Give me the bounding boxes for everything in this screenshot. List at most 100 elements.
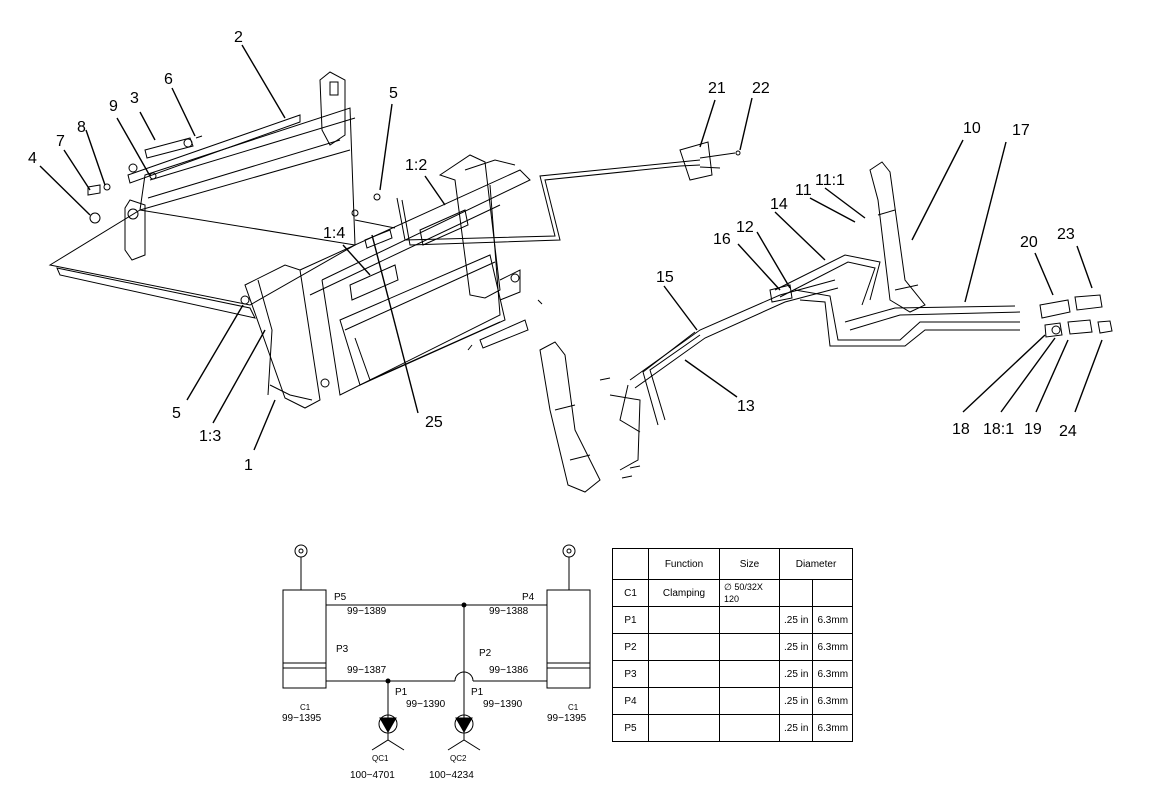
table-row: P3 .25 in 6.3mm — [612, 660, 854, 688]
table-cell — [648, 606, 720, 634]
label-p4: P4 — [522, 592, 535, 603]
label-p2-part: 99−1386 — [489, 665, 529, 676]
callout-13: 13 — [737, 398, 755, 415]
table-cell: 6.3mm — [812, 606, 854, 634]
table-cell: P2 — [612, 633, 649, 661]
label-p5-part: 99−1389 — [347, 606, 387, 617]
table-row: P5 .25 in 6.3mm — [612, 714, 854, 742]
callout-1: 1 — [244, 457, 253, 474]
callout-11: 11 — [795, 182, 812, 199]
table-cell: P3 — [612, 660, 649, 688]
label-p3: P3 — [336, 644, 349, 655]
table-cell — [648, 687, 720, 715]
frame-drawing — [240, 154, 543, 409]
hydraulic-assembly-drawing — [539, 161, 1113, 493]
table-cell: 6.3mm — [812, 714, 854, 742]
table-row: P2 .25 in 6.3mm — [612, 633, 854, 661]
table-cell: P4 — [612, 687, 649, 715]
hose-routing — [396, 141, 741, 246]
spec-table: Function Size Diameter C1 Clamping ∅ 50/… — [612, 548, 854, 742]
callout-14: 14 — [770, 196, 788, 213]
table-header: Size — [719, 548, 780, 580]
junction-dot-top — [461, 602, 467, 608]
table-cell: .25 in — [778, 633, 814, 661]
table-row: C1 Clamping ∅ 50/32X 120 — [612, 579, 854, 607]
table-cell — [719, 660, 780, 688]
callout-2: 2 — [234, 29, 243, 46]
schematic-lines — [282, 544, 591, 751]
callout-20: 20 — [1020, 234, 1038, 251]
callout-labels: 2 6 3 8 9 7 4 5 1:2 1:4 5 1:3 1 25 21 22… — [28, 29, 1077, 474]
callout-23: 23 — [1057, 226, 1075, 243]
label-p5: P5 — [334, 592, 347, 603]
callout-18-1: 18:1 — [983, 421, 1014, 438]
callout-1-3: 1:3 — [199, 428, 221, 445]
label-c1-right: C1 — [568, 703, 579, 712]
label-qc2: QC2 — [450, 754, 467, 763]
callout-19: 19 — [1024, 421, 1042, 438]
table-row: P4 .25 in 6.3mm — [612, 687, 854, 715]
callout-1-2: 1:2 — [405, 157, 427, 174]
table-header-row: Function Size Diameter — [612, 548, 854, 580]
table-cell: Clamping — [648, 579, 720, 607]
table-cell: 6.3mm — [812, 660, 854, 688]
callout-24: 24 — [1059, 423, 1077, 440]
label-qc1: QC1 — [372, 754, 389, 763]
label-qc2-part: 100−4234 — [429, 770, 474, 781]
table-cell-size: 50/32X 120 — [724, 582, 763, 604]
table-cell: C1 — [612, 579, 649, 607]
table-cell: .25 in — [778, 660, 814, 688]
label-qc1-part: 100−4701 — [350, 770, 395, 781]
table-cell — [719, 606, 780, 634]
callout-15: 15 — [656, 269, 674, 286]
callout-7: 7 — [56, 133, 65, 150]
leader-lines — [39, 44, 1103, 451]
callout-3: 3 — [130, 90, 139, 107]
table-cell — [812, 579, 854, 607]
callout-21: 21 — [708, 80, 726, 97]
table-row: P1 .25 in 6.3mm — [612, 606, 854, 634]
table-cell: ∅ 50/32X 120 — [719, 579, 780, 607]
table-cell: P1 — [612, 606, 649, 634]
callout-22: 22 — [752, 80, 770, 97]
table-cell — [648, 714, 720, 742]
label-p1-right: P1 — [471, 687, 484, 698]
callout-5-top: 5 — [389, 85, 398, 102]
label-p1-left-part: 99−1390 — [406, 699, 446, 710]
junction-dot-bottom — [385, 678, 391, 684]
table-cell: .25 in — [778, 687, 814, 715]
label-c1-left: C1 — [300, 703, 311, 712]
table-header: Diameter — [778, 548, 854, 580]
table-cell: .25 in — [778, 606, 814, 634]
bucket-drawing — [48, 71, 396, 319]
label-p3-part: 99−1387 — [347, 665, 387, 676]
callout-11-1: 11:1 — [815, 172, 845, 189]
callout-4: 4 — [28, 150, 37, 167]
callout-6: 6 — [164, 71, 173, 88]
table-cell: P5 — [612, 714, 649, 742]
table-header: Function — [648, 548, 720, 580]
label-p1-right-part: 99−1390 — [483, 699, 523, 710]
table-cell: 6.3mm — [812, 687, 854, 715]
table-cell — [719, 687, 780, 715]
callout-1-4: 1:4 — [323, 225, 345, 242]
callout-12: 12 — [736, 219, 754, 236]
hydraulic-schematic: P5 99−1389 P4 99−1388 P3 99−1387 P2 99−1… — [282, 544, 591, 781]
table-cell — [648, 660, 720, 688]
table-cell — [778, 579, 814, 607]
diameter-symbol-icon: ∅ — [724, 582, 732, 592]
callout-25: 25 — [425, 414, 443, 431]
label-p4-part: 99−1388 — [489, 606, 529, 617]
label-p1-left: P1 — [395, 687, 408, 698]
table-cell: .25 in — [778, 714, 814, 742]
table-cell — [719, 633, 780, 661]
table-cell — [719, 714, 780, 742]
callout-17: 17 — [1012, 122, 1030, 139]
label-p2: P2 — [479, 648, 492, 659]
label-c1-left-part: 99−1395 — [282, 713, 322, 724]
exploded-parts-diagram: 2 6 3 8 9 7 4 5 1:2 1:4 5 1:3 1 25 21 22… — [28, 29, 1113, 493]
label-c1-right-part: 99−1395 — [547, 713, 587, 724]
table-cell — [648, 633, 720, 661]
table-header — [612, 548, 649, 580]
callout-10: 10 — [963, 120, 981, 137]
